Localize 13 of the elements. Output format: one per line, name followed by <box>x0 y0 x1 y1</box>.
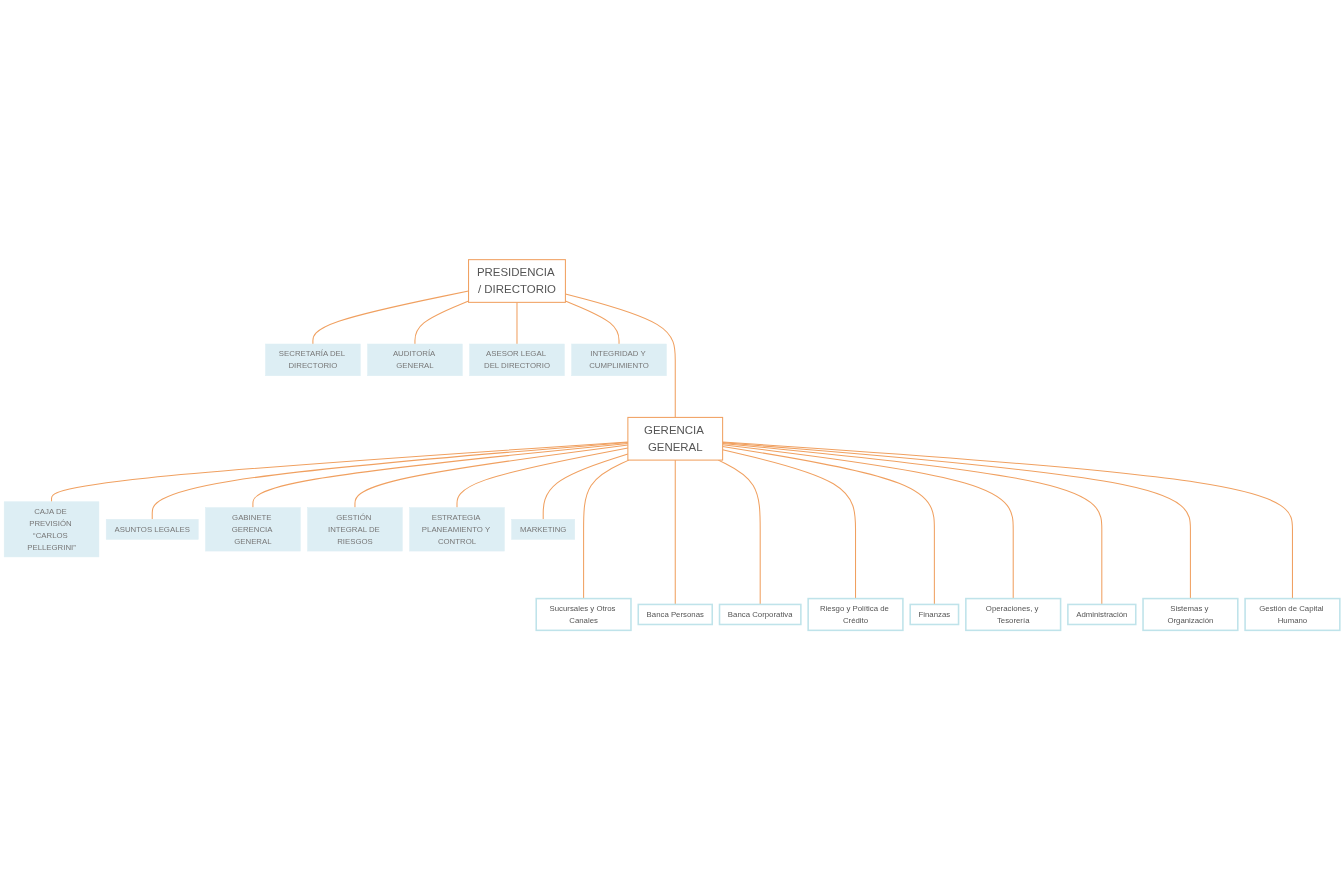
node-box: PRESIDENCIA / DIRECTORIO <box>468 259 566 303</box>
connector <box>722 442 1103 605</box>
connector <box>583 459 630 600</box>
connector <box>722 444 1014 600</box>
connector <box>414 300 470 345</box>
connector <box>722 445 935 605</box>
connector <box>722 449 857 600</box>
connector <box>674 459 676 605</box>
connector <box>722 441 1293 600</box>
node-box: GERENCIA GENERAL <box>627 416 724 461</box>
connector <box>312 290 470 345</box>
connector <box>516 301 518 345</box>
connector <box>722 442 1191 600</box>
